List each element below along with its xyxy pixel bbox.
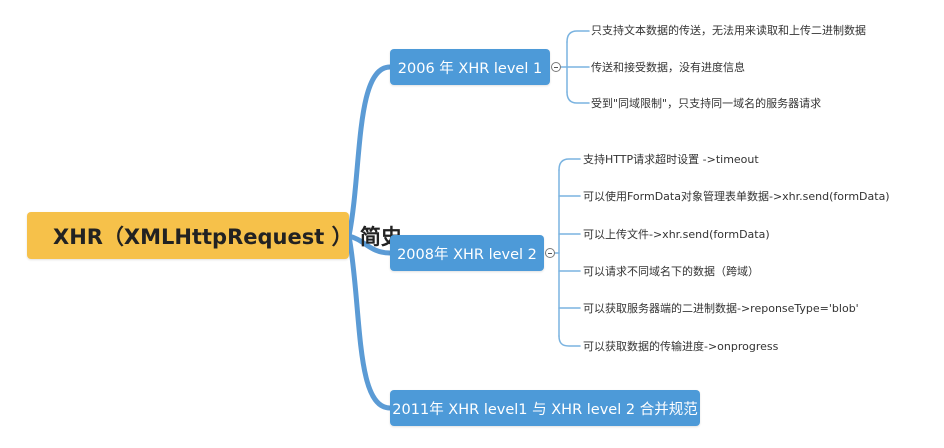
- leaf-node[interactable]: 可以请求不同域名下的数据（跨域）: [583, 265, 759, 278]
- collapse-toggle-icon[interactable]: [545, 248, 555, 258]
- leaf-node[interactable]: 受到"同域限制"，只支持同一域名的服务器请求: [591, 97, 822, 110]
- leaf-node[interactable]: 可以获取服务器端的二进制数据->reponseType='blob': [583, 302, 859, 315]
- root-to-branch-1-connector: [346, 64, 393, 239]
- root-to-branch-3-connector: [346, 233, 393, 411]
- root-node[interactable]: XHR（XMLHttpRequest ） 简史: [27, 212, 402, 259]
- branch-node-label: 2008年 XHR level 2: [397, 246, 537, 263]
- branch-2-leaf-connectors: [554, 158, 581, 347]
- leaf-node[interactable]: 可以获取数据的传输进度->onprogress: [583, 340, 779, 353]
- branch-node-xhr-level-1[interactable]: 2006 年 XHR level 1: [390, 49, 550, 85]
- branch-node-xhr-level-2[interactable]: 2008年 XHR level 2: [390, 235, 544, 271]
- leaf-node[interactable]: 可以上传文件->xhr.send(formData): [583, 228, 770, 241]
- leaf-node[interactable]: 传送和接受数据，没有进度信息: [591, 61, 745, 74]
- leaf-node[interactable]: 可以使用FormData对象管理表单数据->xhr.send(formData): [583, 190, 890, 203]
- collapse-toggle-icon[interactable]: [551, 62, 561, 72]
- branch-node-label: 2011年 XHR level1 与 XHR level 2 合并规范: [392, 401, 698, 418]
- branch-node-merged-spec[interactable]: 2011年 XHR level1 与 XHR level 2 合并规范: [390, 390, 700, 426]
- root-to-branch-2-connector: [346, 233, 393, 256]
- branch-node-label: 2006 年 XHR level 1: [397, 60, 543, 77]
- branch-1-leaf-connectors: [560, 30, 590, 104]
- leaf-node[interactable]: 只支持文本数据的传送，无法用来读取和上传二进制数据: [591, 24, 866, 37]
- root-node-label: XHR（XMLHttpRequest ） 简史: [53, 224, 402, 249]
- leaf-node[interactable]: 支持HTTP请求超时设置 ->timeout: [583, 153, 759, 166]
